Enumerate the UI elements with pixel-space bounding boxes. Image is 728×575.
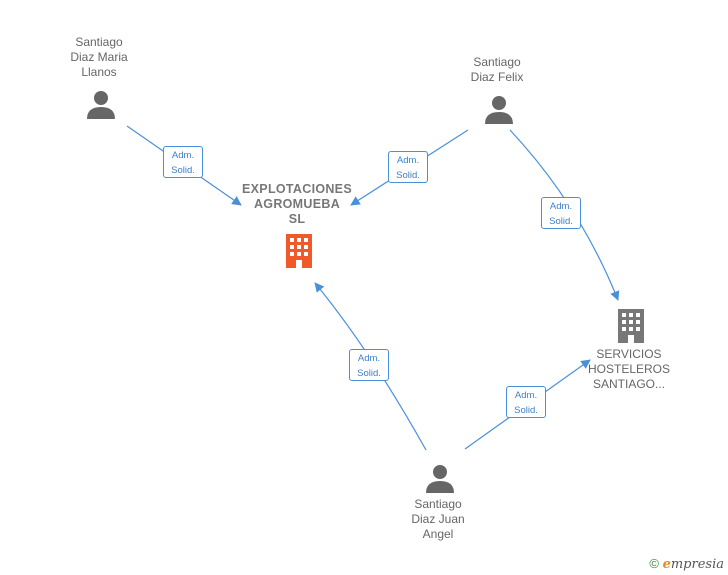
- edge-label-line: Solid.: [357, 368, 381, 379]
- node-label-servicios[interactable]: SERVICIOS HOSTELEROS SANTIAGO...: [574, 347, 684, 392]
- edge-label-maria-explotaciones[interactable]: Adm. Solid.: [163, 146, 203, 178]
- copyright-icon: ©: [649, 556, 659, 571]
- node-label-line: SERVICIOS: [596, 347, 662, 361]
- edge-label-felix-servicios[interactable]: Adm. Solid.: [541, 197, 581, 229]
- empresia-logo[interactable]: empresia: [662, 557, 724, 572]
- node-label-line: SANTIAGO...: [592, 377, 665, 391]
- node-label-explotaciones[interactable]: EXPLOTACIONES AGROMUEBA SL: [232, 182, 362, 227]
- node-label-line: Santiago: [473, 55, 521, 69]
- node-label-line: Santiago: [414, 497, 462, 511]
- edge-label-line: Adm.: [357, 353, 381, 364]
- building-icon-explotaciones[interactable]: [284, 234, 314, 268]
- edge-label-line: Solid.: [514, 405, 538, 416]
- node-label-line: HOSTELEROS: [587, 362, 671, 376]
- node-label-line: AGROMUEBA: [253, 197, 341, 211]
- node-label-juan[interactable]: Santiago Diaz Juan Angel: [383, 497, 493, 542]
- node-label-line: Angel: [422, 527, 454, 541]
- node-label-line: Diaz Maria: [70, 50, 128, 64]
- person-icon-felix[interactable]: [484, 94, 514, 124]
- node-label-line: Diaz Felix: [470, 70, 524, 84]
- node-label-line: Santiago: [75, 35, 123, 49]
- person-icon-juan[interactable]: [425, 463, 455, 493]
- node-label-line: Diaz Juan: [411, 512, 465, 526]
- edge-label-line: Solid.: [549, 216, 573, 227]
- edge-label-line: Adm.: [171, 150, 195, 161]
- edge-label-line: Solid.: [171, 165, 195, 176]
- node-label-line: SL: [288, 212, 306, 226]
- building-icon-servicios[interactable]: [616, 309, 646, 343]
- copyright-footer: © empresia: [649, 556, 724, 572]
- edge-label-juan-explotaciones[interactable]: Adm. Solid.: [349, 349, 389, 381]
- node-label-maria[interactable]: Santiago Diaz Maria Llanos: [44, 35, 154, 80]
- node-label-line: EXPLOTACIONES: [242, 182, 352, 196]
- edge-label-line: Adm.: [514, 390, 538, 401]
- node-label-line: Llanos: [81, 65, 117, 79]
- edge-label-juan-servicios[interactable]: Adm. Solid.: [506, 386, 546, 418]
- edge-label-line: Solid.: [396, 170, 420, 181]
- person-icon-maria[interactable]: [86, 89, 116, 119]
- edge-label-line: Adm.: [549, 201, 573, 212]
- node-label-felix[interactable]: Santiago Diaz Felix: [442, 55, 552, 85]
- edge-label-felix-explotaciones[interactable]: Adm. Solid.: [388, 151, 428, 183]
- edge-label-line: Adm.: [396, 155, 420, 166]
